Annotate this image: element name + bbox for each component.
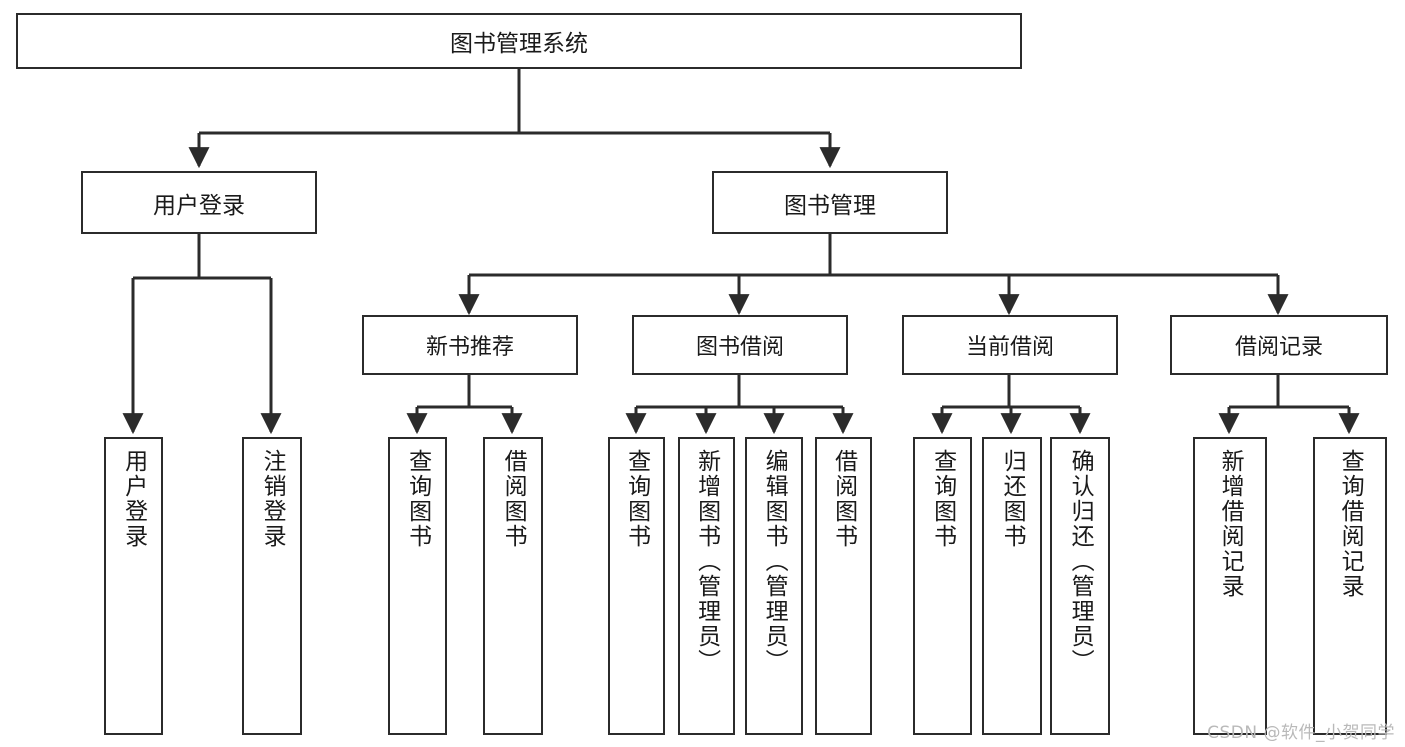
csdn-watermark: CSDN @软件_小贺同学	[1207, 723, 1395, 743]
leaf-bb-query-book-label: 查询图书	[623, 449, 650, 549]
node-root-system[interactable]: 图书管理系统	[16, 13, 1022, 69]
leaf-br-add-record[interactable]: 新增借阅记录	[1193, 437, 1267, 735]
leaf-cb-confirm-return-admin[interactable]: 确认归还（管理员）	[1050, 437, 1110, 735]
node-book-borrow-label: 图书借阅	[695, 335, 784, 360]
leaf-cb-query-book[interactable]: 查询图书	[913, 437, 972, 735]
node-user-login[interactable]: 用户登录	[81, 171, 317, 234]
node-book-management[interactable]: 图书管理	[712, 171, 948, 234]
node-book-management-label: 图书管理	[784, 192, 876, 219]
node-borrow-record[interactable]: 借阅记录	[1170, 315, 1388, 375]
leaf-nb-query-book-label: 查询图书	[404, 449, 431, 549]
leaf-bb-query-book[interactable]: 查询图书	[608, 437, 665, 735]
leaf-bb-borrow-book-label: 借阅图书	[830, 449, 857, 549]
node-current-borrow[interactable]: 当前借阅	[902, 315, 1118, 375]
node-book-borrow[interactable]: 图书借阅	[632, 315, 848, 375]
node-current-borrow-label: 当前借阅	[965, 335, 1054, 360]
leaf-cb-query-book-label: 查询图书	[929, 449, 956, 549]
leaf-logout[interactable]: 注销登录	[242, 437, 302, 735]
leaf-bb-borrow-book[interactable]: 借阅图书	[815, 437, 872, 735]
node-new-book-recommend[interactable]: 新书推荐	[362, 315, 578, 375]
leaf-br-add-record-label: 新增借阅记录	[1217, 449, 1244, 599]
node-borrow-record-label: 借阅记录	[1234, 335, 1323, 360]
leaf-cb-confirm-return-admin-label: 确认归还（管理员）	[1067, 449, 1094, 674]
leaf-user-login[interactable]: 用户登录	[104, 437, 163, 735]
node-root-label: 图书管理系统	[450, 31, 588, 57]
leaf-user-login-label: 用户登录	[120, 449, 147, 549]
leaf-cb-return-book[interactable]: 归还图书	[982, 437, 1042, 735]
leaf-bb-edit-book-admin[interactable]: 编辑图书（管理员）	[745, 437, 803, 735]
leaf-nb-borrow-book-label: 借阅图书	[500, 449, 527, 549]
leaf-cb-return-book-label: 归还图书	[999, 449, 1026, 549]
node-new-book-recommend-label: 新书推荐	[425, 335, 514, 360]
leaf-bb-add-book-admin-label: 新增图书（管理员）	[693, 449, 720, 674]
leaf-br-query-record-label: 查询借阅记录	[1337, 449, 1364, 599]
leaf-bb-edit-book-admin-label: 编辑图书（管理员）	[761, 449, 788, 674]
leaf-nb-borrow-book[interactable]: 借阅图书	[483, 437, 543, 735]
leaf-bb-add-book-admin[interactable]: 新增图书（管理员）	[678, 437, 735, 735]
leaf-br-query-record[interactable]: 查询借阅记录	[1313, 437, 1387, 735]
node-user-login-label: 用户登录	[153, 192, 245, 219]
leaf-nb-query-book[interactable]: 查询图书	[388, 437, 447, 735]
leaf-logout-label: 注销登录	[259, 449, 286, 549]
